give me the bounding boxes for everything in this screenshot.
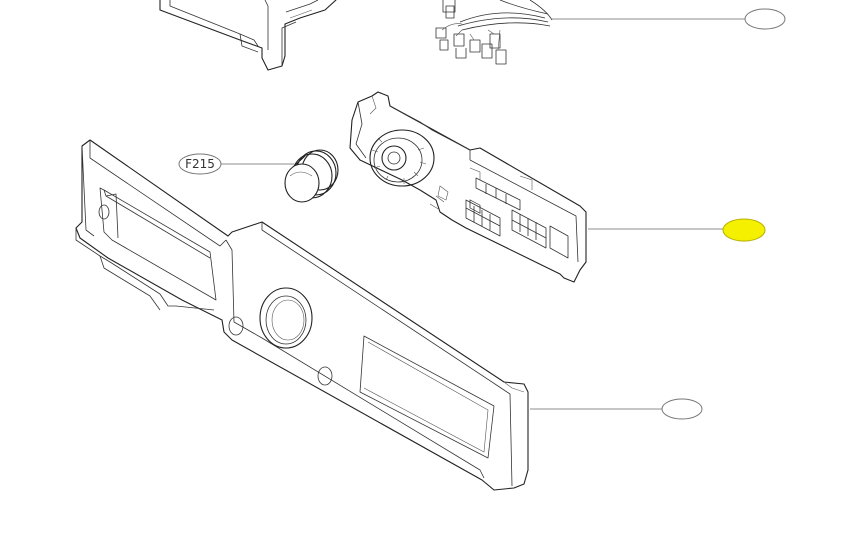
pcb-assembly-part[interactable] bbox=[349, 91, 587, 283]
callout-wire-harness[interactable] bbox=[744, 8, 786, 30]
callout-control-panel[interactable] bbox=[661, 398, 703, 420]
wire-harness-part[interactable] bbox=[435, 0, 553, 65]
control-panel-part[interactable] bbox=[75, 139, 529, 491]
callout-pcb-assembly[interactable] bbox=[722, 218, 766, 242]
dispenser-drawer-part[interactable] bbox=[159, 0, 337, 71]
callout-knob-label: F215 bbox=[185, 157, 215, 171]
callout-knob[interactable]: F215 bbox=[178, 153, 222, 175]
knob-part[interactable] bbox=[284, 149, 339, 203]
